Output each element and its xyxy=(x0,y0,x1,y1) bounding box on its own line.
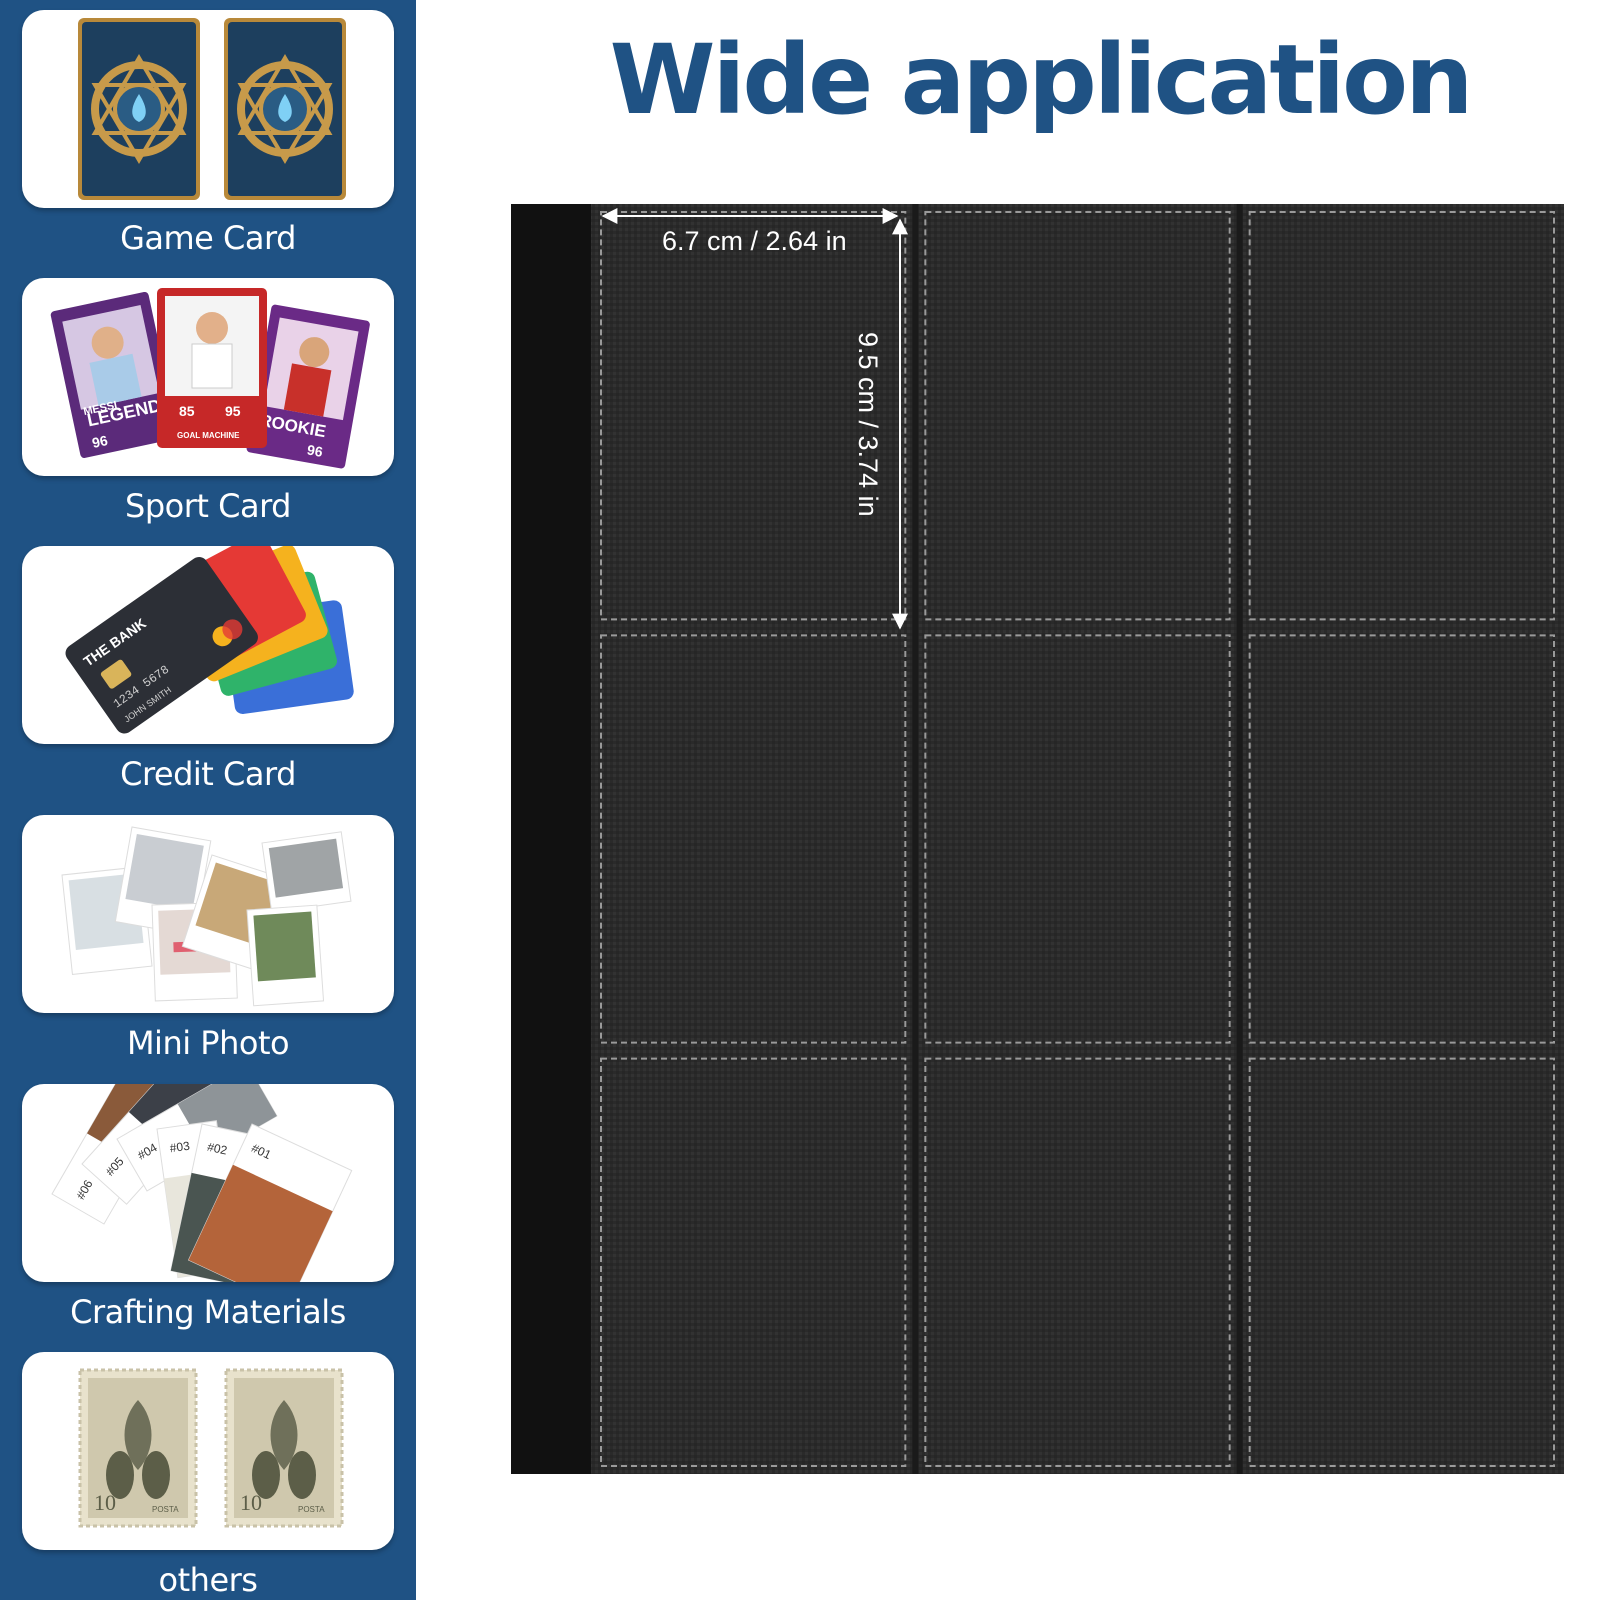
stamp-illustration: 10 POSTA 10 POSTA xyxy=(22,1352,394,1550)
page-title: Wide application xyxy=(609,24,1474,136)
width-dimension-label: 6.7 cm / 2.64 in xyxy=(662,226,847,256)
svg-text:96: 96 xyxy=(306,441,324,459)
category-label: others xyxy=(158,1561,258,1599)
svg-text:10: 10 xyxy=(240,1490,262,1515)
category-mini-photo: Mini Photo xyxy=(22,815,394,1063)
category-sport-card: LEGEND MESSI 96 ROOKIE 96 xyxy=(22,278,394,526)
category-label: Game Card xyxy=(120,219,296,257)
category-credit-card: THE BANK 1234 5678 JOHN SMITH Credit Car… xyxy=(22,546,394,794)
category-others: 10 POSTA 10 POSTA others xyxy=(22,1352,394,1600)
svg-text:#02: #02 xyxy=(206,1140,229,1158)
mini-photo-illustration xyxy=(22,815,394,1013)
card-pocket xyxy=(1248,211,1556,621)
svg-text:95: 95 xyxy=(225,403,241,419)
svg-text:GOAL MACHINE: GOAL MACHINE xyxy=(177,431,240,440)
svg-text:96: 96 xyxy=(91,432,110,451)
game-card-illustration xyxy=(22,10,394,208)
pocket-divider xyxy=(1236,204,1243,1474)
card-pocket xyxy=(600,1057,907,1468)
sport-card-illustration: LEGEND MESSI 96 ROOKIE 96 xyxy=(22,278,394,476)
card-pocket xyxy=(924,634,1231,1044)
category-sidebar: Game Card LEGEND MESSI 96 xyxy=(0,0,416,1600)
binder-sheet: 6.7 cm / 2.64 in 9.5 cm / 3.74 in xyxy=(511,204,1564,1474)
svg-text:10: 10 xyxy=(94,1490,116,1515)
category-game-card: Game Card xyxy=(22,10,394,258)
card-pocket xyxy=(1248,1057,1556,1468)
credit-card-illustration: THE BANK 1234 5678 JOHN SMITH xyxy=(22,546,394,744)
pocket-grid xyxy=(600,204,1556,1474)
crafting-materials-illustration: #06 #05 #04 #03 #02 #01 xyxy=(22,1084,394,1282)
svg-text:#03: #03 xyxy=(169,1139,191,1156)
svg-text:85: 85 xyxy=(179,403,195,419)
card-pocket xyxy=(1248,634,1556,1044)
pocket-divider xyxy=(912,204,919,1474)
category-label: Credit Card xyxy=(120,755,296,793)
sheet-background xyxy=(511,204,1564,1474)
svg-text:POSTA: POSTA xyxy=(298,1505,325,1514)
svg-text:POSTA: POSTA xyxy=(152,1505,179,1514)
category-label: Sport Card xyxy=(125,487,291,525)
category-label: Mini Photo xyxy=(126,1024,290,1062)
binder-spine xyxy=(511,204,591,1474)
card-pocket xyxy=(924,1057,1231,1468)
width-dimension: 6.7 cm / 2.64 in xyxy=(601,208,899,256)
category-label: Crafting Materials xyxy=(70,1293,346,1331)
category-crafting-materials: #06 #05 #04 #03 #02 #01 Crafting Materia… xyxy=(22,1084,394,1332)
height-dimension: 9.5 cm / 3.74 in xyxy=(853,218,908,630)
card-pocket xyxy=(924,211,1231,621)
height-dimension-label: 9.5 cm / 3.74 in xyxy=(853,332,883,517)
card-pocket xyxy=(600,634,907,1044)
